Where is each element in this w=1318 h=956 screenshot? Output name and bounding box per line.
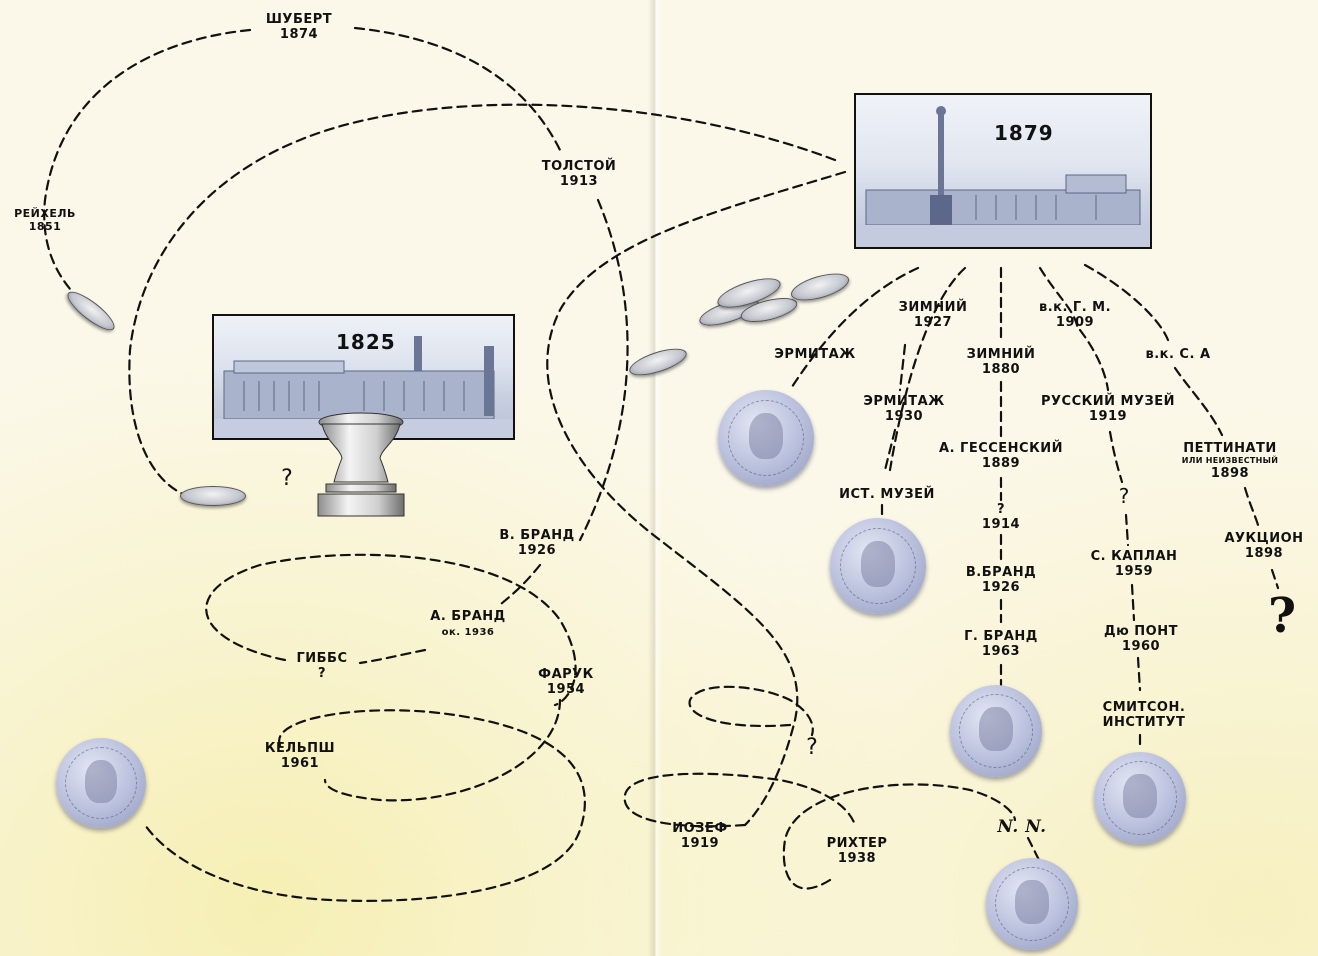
flat-coin-pedestal	[180, 486, 246, 506]
coin-nn	[986, 858, 1078, 950]
line-branch-vkgm	[1038, 266, 1080, 332]
picture-1825-year: 1825	[336, 330, 396, 354]
coin-smithsonian	[1094, 752, 1186, 844]
line-vksa-pettinati	[1173, 366, 1224, 437]
line-branch-winter1927	[888, 266, 967, 472]
question-mark-middle: ?	[806, 735, 818, 760]
line-richter-loop	[782, 783, 1017, 890]
line-branch-hermitage	[788, 266, 920, 392]
line-dupont-smithson	[1136, 656, 1142, 692]
picture-1879: 1879	[854, 93, 1152, 249]
line-kelpsh-loop	[143, 709, 586, 902]
line-auction-q	[1270, 568, 1280, 590]
line-iosef-loop-a	[623, 772, 857, 828]
line-1879-iosef	[546, 170, 847, 827]
line-tolstoy-vbrand	[578, 198, 629, 542]
line-vkgm-russian	[1078, 328, 1110, 392]
label-hermitage-top: ЭРМИТАЖ	[774, 347, 856, 362]
line-iosef-loop-b	[688, 685, 814, 737]
coin-hist-museum	[830, 518, 926, 614]
question-mark-pedestal: ?	[281, 466, 293, 491]
label-1914: ?1914	[981, 502, 1021, 532]
question-mark-right-big: ?	[1267, 588, 1297, 644]
label-vk-gm: в.к. Г. М.1909	[1038, 300, 1112, 330]
coin-left-bottom	[56, 738, 146, 828]
line-gibbs-loop	[205, 553, 577, 707]
coin-hermitage	[718, 390, 814, 486]
label-vk-sa: в.к. С. А	[1145, 347, 1211, 362]
line-vbrand-abrand	[498, 563, 542, 607]
pedestal-icon	[317, 412, 405, 517]
line-q-kaplan	[1124, 513, 1130, 547]
line-farouk-kelpsh	[323, 698, 562, 802]
line-schubert-tolstoy	[353, 26, 562, 152]
line-pettinati-auction	[1243, 486, 1260, 527]
palace-square-engraving-1879	[856, 106, 1150, 247]
line-branch-vksa	[1083, 263, 1170, 342]
coin-g-brand	[950, 685, 1042, 777]
line-russian-q	[1108, 430, 1124, 484]
label-nn: N. N.	[997, 817, 1047, 837]
line-abrand-gibbs	[358, 648, 427, 665]
label-hist-museum: ИСТ. МУЗЕЙ	[839, 487, 935, 502]
line-winter1927-hermitage1930	[898, 343, 907, 392]
line-hermitage1930-hist	[883, 428, 897, 472]
label-gibbs: ГИББС?	[296, 651, 348, 681]
label-smithson: СМИТСОН.ИНСТИТУТ	[1102, 700, 1186, 730]
line-kaplan-dupont	[1130, 583, 1136, 622]
page-fold	[648, 0, 662, 956]
line-schubert-reichel	[43, 28, 252, 302]
picture-1879-year: 1879	[994, 121, 1054, 145]
line-1879-left-loop	[128, 103, 837, 497]
question-mark-russian: ?	[1118, 484, 1130, 508]
